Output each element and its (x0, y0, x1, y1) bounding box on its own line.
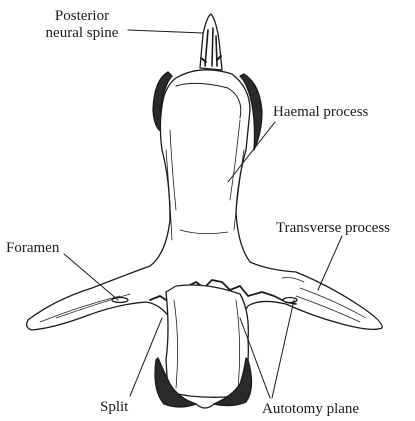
label-haemal-process: Haemal process (273, 104, 368, 121)
label-posterior-line2: neural spine (40, 25, 124, 42)
left-foramen (112, 298, 128, 303)
label-posterior-neural-spine: Posterior neural spine (40, 8, 124, 42)
leader-autotomy-2 (272, 300, 294, 398)
leader-transverse (318, 236, 342, 290)
neural-spine (200, 14, 222, 70)
leader-posterior (128, 30, 203, 33)
label-foramen: Foramen (6, 240, 59, 257)
label-posterior-line1: Posterior (40, 8, 124, 25)
label-split: Split (100, 399, 128, 416)
right-foramen (283, 298, 297, 303)
label-transverse-process: Transverse process (276, 220, 390, 237)
label-autotomy-plane: Autotomy plane (262, 401, 359, 418)
